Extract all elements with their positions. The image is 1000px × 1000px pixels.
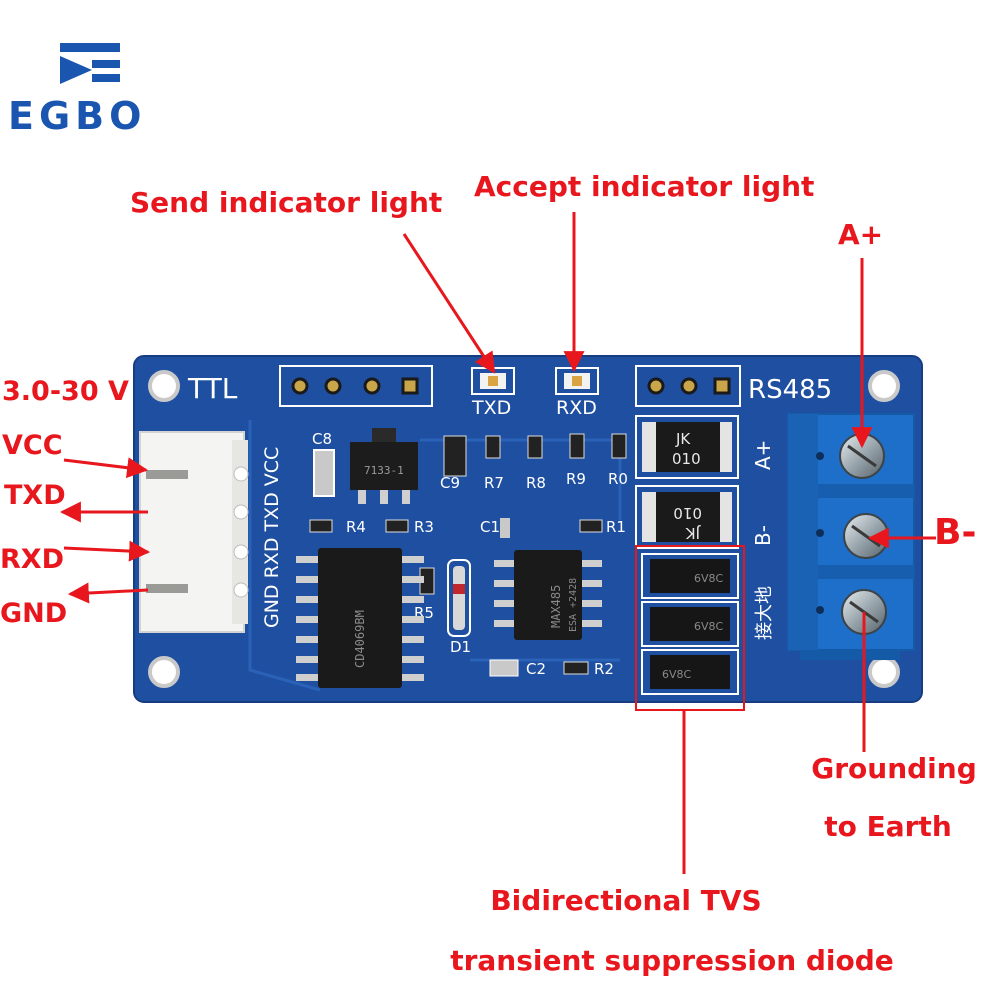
ref-r9: R9 — [566, 470, 586, 488]
fuse-b-jk: JK — [685, 524, 701, 542]
ttl-header — [279, 365, 433, 407]
label-voltage: 3.0-30 V — [2, 376, 129, 407]
ttl-label: TTL — [187, 372, 238, 405]
label-grounding-1: Grounding — [811, 752, 977, 785]
rs485-header — [635, 365, 741, 407]
max485-sub: ESA +2428 — [568, 578, 579, 632]
ref-r2: R2 — [594, 660, 614, 678]
smd-components-top — [443, 433, 627, 477]
ref-d1: D1 — [450, 638, 471, 656]
resistor-r2 — [563, 661, 589, 675]
fuse-a-value: 010 — [672, 450, 701, 468]
screw-terminal — [787, 413, 915, 660]
ref-c9: C9 — [440, 474, 460, 492]
arrow-gnd — [67, 582, 149, 604]
arrow-vcc — [63, 457, 149, 479]
ref-r7: R7 — [484, 474, 504, 492]
label-gnd: GND — [0, 598, 68, 629]
fuse-b — [635, 485, 739, 549]
tvs-3-mark: 6V8C — [662, 668, 692, 681]
fuse-a-jk: JK — [675, 430, 691, 448]
txd-led-label: TXD — [471, 397, 511, 419]
label-txd: TXD — [4, 480, 66, 511]
smd-components-mid — [309, 518, 603, 595]
ground-silk: 接大地 — [754, 586, 775, 640]
label-accept-indicator: Accept indicator light — [474, 170, 815, 203]
max485-mark: MAX485 — [549, 585, 563, 628]
regulator-mark: 7133-1 — [364, 464, 404, 477]
ref-c2: C2 — [526, 660, 546, 678]
label-tvs-1: Bidirectional TVS — [490, 884, 762, 917]
rxd-led-label: RXD — [556, 397, 597, 419]
ref-r1: R1 — [606, 518, 626, 536]
fuse-b-value: 010 — [673, 504, 702, 522]
label-grounding-2: to Earth — [824, 810, 952, 843]
tvs-2-mark: 6V8C — [694, 620, 724, 633]
annotation-arrows — [59, 212, 936, 874]
b-minus-silk: B- — [751, 525, 775, 546]
jst-connector — [139, 431, 249, 633]
ref-r0: R0 — [608, 470, 628, 488]
ref-r8: R8 — [526, 474, 546, 492]
label-vcc: VCC — [2, 430, 63, 461]
ref-c8: C8 — [312, 430, 332, 448]
fuse-a — [635, 415, 739, 479]
egbo-logo-text: EGBO — [8, 94, 147, 138]
a-plus-silk: A+ — [751, 440, 775, 470]
max485-ic — [494, 550, 602, 640]
arrow-rxd — [63, 540, 151, 562]
pin-labels: GND RXD TXD VCC — [261, 447, 283, 628]
label-b-minus: B- — [934, 512, 977, 553]
tvs-highlight-box — [635, 545, 745, 711]
egbo-logo-mark — [60, 43, 120, 84]
rs485-label: RS485 — [748, 375, 832, 405]
capacitor-c8 — [313, 449, 335, 497]
ref-r3: R3 — [414, 518, 434, 536]
voltage-regulator — [350, 428, 418, 504]
label-rxd: RXD — [0, 544, 65, 575]
txd-led — [471, 367, 515, 395]
tvs-diodes — [641, 553, 739, 695]
label-send-indicator: Send indicator light — [130, 186, 443, 219]
ref-r4: R4 — [346, 518, 366, 536]
logic-ic — [296, 548, 424, 688]
capacitor-c2 — [489, 659, 519, 677]
tvs-1-mark: 6V8C — [694, 572, 724, 585]
logic-ic-mark: CD4069BM — [353, 610, 367, 668]
arrow-send-indicator — [402, 233, 496, 374]
ref-c1: C1 — [480, 518, 500, 536]
label-a-plus: A+ — [838, 218, 884, 251]
diode-d1 — [447, 559, 471, 637]
label-tvs-2: transient suppression diode — [450, 944, 894, 977]
